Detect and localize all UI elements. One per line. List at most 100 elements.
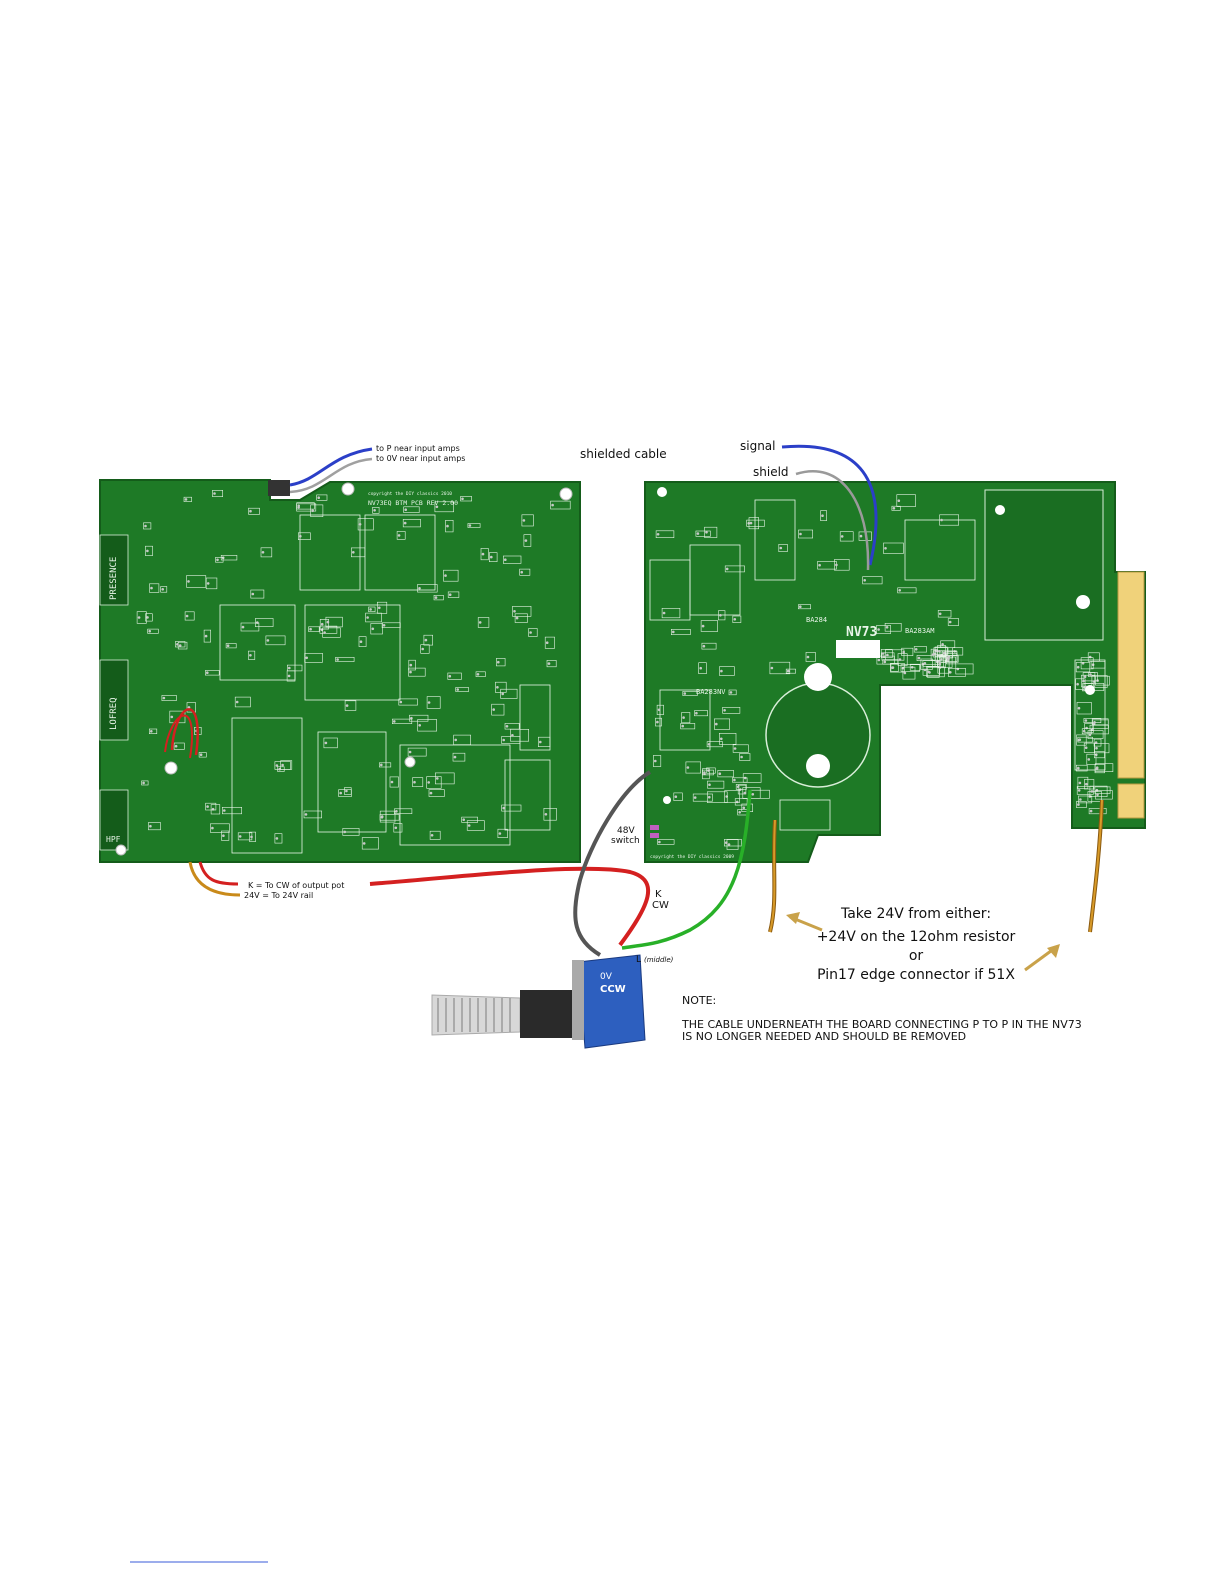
pot-body <box>577 954 646 1049</box>
mount-hole <box>995 505 1005 515</box>
solder-pad <box>309 627 312 631</box>
component-footprint <box>379 810 396 823</box>
component-footprint <box>510 728 529 742</box>
solder-pad <box>461 497 464 501</box>
component-footprint <box>460 496 472 502</box>
mount-hole <box>115 844 127 856</box>
component-footprint <box>297 532 311 540</box>
component-footprint <box>391 718 413 724</box>
component-footprint <box>497 828 508 839</box>
component-footprint <box>148 822 161 831</box>
component-footprint <box>521 514 534 527</box>
solder-pad <box>1082 729 1086 733</box>
mount-hole <box>663 796 671 804</box>
component-footprint <box>303 810 323 819</box>
solder-pad <box>146 616 149 619</box>
solder-pad <box>743 791 747 795</box>
solder-pad <box>448 593 452 596</box>
component-footprint <box>940 640 956 648</box>
left-board-title: NV73EQ BTM PCB REV 2.00 <box>368 499 458 507</box>
pot-k-label: K <box>655 889 662 900</box>
component-footprint <box>820 510 827 521</box>
solder-pad <box>923 662 927 665</box>
shield-wire <box>795 470 870 571</box>
solder-pad <box>898 589 901 592</box>
solder-pad <box>397 534 401 537</box>
solder-pad <box>1079 798 1082 801</box>
solder-pad <box>399 700 403 704</box>
component-footprint <box>695 530 711 537</box>
solder-pad <box>863 579 866 582</box>
component-footprint <box>177 641 188 650</box>
solder-pad <box>883 660 887 664</box>
component-footprint <box>466 820 485 831</box>
hpf-tab <box>99 789 129 851</box>
component-footprint <box>322 627 341 638</box>
component-footprint <box>445 519 454 533</box>
component-footprint <box>372 506 380 514</box>
white-label-area <box>836 640 880 658</box>
solder-pad <box>683 692 687 695</box>
component-outline <box>904 519 976 581</box>
component-footprint <box>308 626 320 632</box>
component-footprint <box>344 787 352 795</box>
solder-pad <box>174 744 178 748</box>
pot-0v-label: 0V <box>600 972 613 982</box>
component-footprint <box>1094 743 1110 754</box>
solder-pad <box>877 658 881 662</box>
component-footprint <box>434 501 454 513</box>
solder-pad <box>339 791 343 795</box>
solder-pad <box>324 741 328 745</box>
solder-pad <box>288 666 291 670</box>
component-footprint <box>742 787 761 799</box>
component-footprint <box>260 547 273 558</box>
solder-pad <box>1077 766 1080 770</box>
lofreq-tab <box>99 659 129 741</box>
solder-pad <box>178 644 182 647</box>
component-footprint <box>728 689 737 696</box>
component-footprint <box>350 547 366 558</box>
component-footprint <box>862 576 883 585</box>
component-footprint <box>890 662 905 673</box>
solder-pad <box>657 708 661 712</box>
solder-pad <box>404 508 408 512</box>
solder-pad <box>882 655 886 658</box>
gray-0v-wire <box>573 770 652 957</box>
solder-pad <box>1096 793 1099 797</box>
switch-word-label: switch <box>611 836 640 846</box>
mount-hole <box>164 761 178 775</box>
component-footprint <box>655 530 675 538</box>
component-footprint <box>175 641 186 648</box>
solder-pad <box>897 499 901 503</box>
component-footprint <box>344 700 357 711</box>
solder-pad <box>454 738 458 742</box>
switch-pin <box>650 825 659 830</box>
solder-pad <box>1095 767 1099 770</box>
solder-pad <box>323 631 326 634</box>
solder-pad <box>184 498 188 501</box>
solder-pad <box>725 795 728 798</box>
transformer-block <box>984 489 1104 641</box>
solder-pad <box>770 666 774 670</box>
solder-pad <box>799 605 802 608</box>
solder-pad <box>403 521 407 525</box>
mount-hole <box>341 482 355 496</box>
solder-pad <box>162 696 166 700</box>
component-footprint <box>428 789 445 797</box>
component-footprint <box>947 618 960 626</box>
component-footprint <box>718 732 737 745</box>
solder-pad <box>418 724 422 727</box>
solder-pad <box>185 614 189 618</box>
solder-pad <box>148 629 151 633</box>
component-footprint <box>280 760 293 770</box>
component-footprint <box>1081 728 1092 735</box>
component-footprint <box>203 629 212 643</box>
component-footprint <box>160 586 168 593</box>
component-footprint <box>502 555 522 564</box>
solder-pad <box>707 769 710 772</box>
solder-pad <box>720 737 723 741</box>
component-footprint <box>706 741 723 748</box>
pot-middle-label: (middle) <box>644 956 674 964</box>
component-footprint <box>477 617 490 628</box>
component-footprint <box>550 500 571 510</box>
